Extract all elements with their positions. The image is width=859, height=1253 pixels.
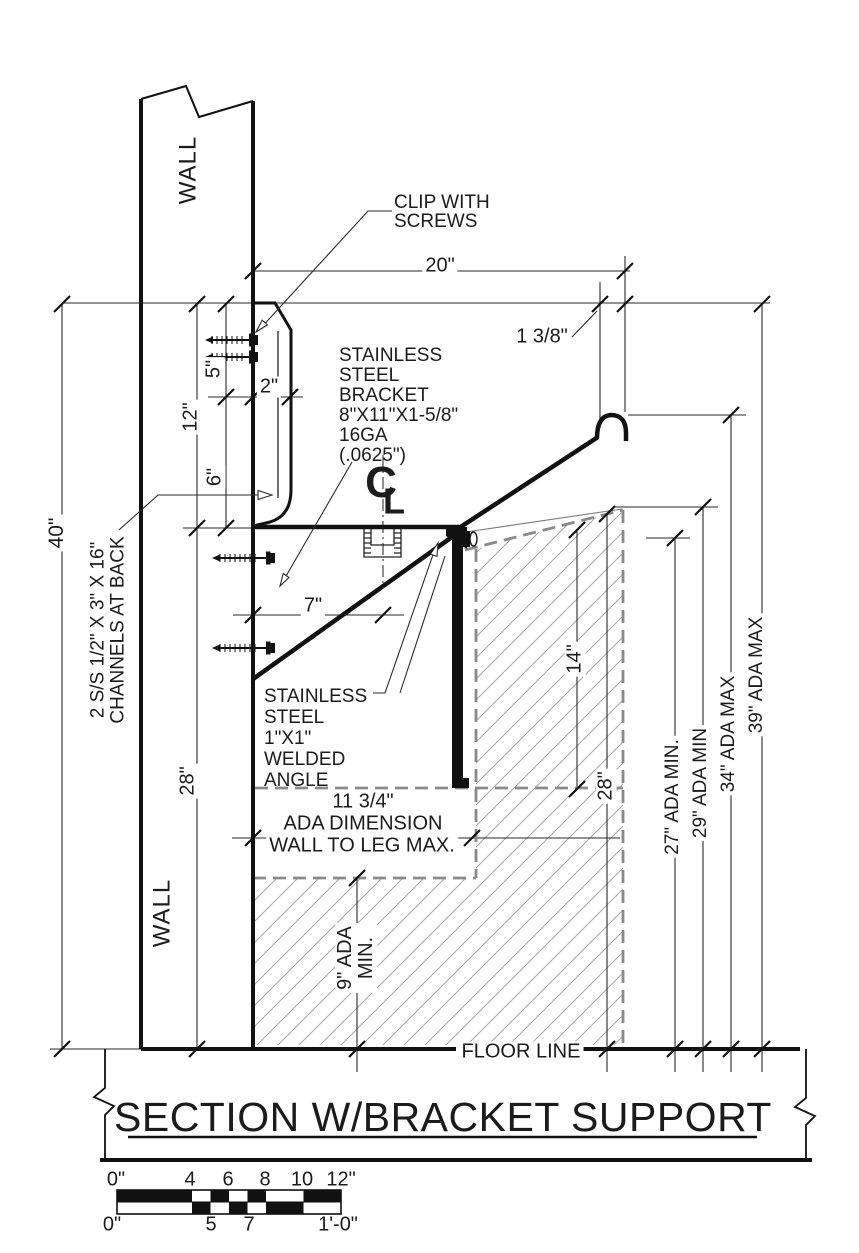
dim-1-3-8: 1 3/8" — [516, 325, 568, 348]
arrowhead — [429, 541, 439, 558]
dim-9-ada-line1: 9" ADA — [334, 926, 357, 990]
dim-5: 5" — [203, 356, 225, 382]
note-bracket-line6: (.0625") — [339, 445, 406, 466]
note-angle-line2: STEEL — [264, 707, 325, 728]
scale-top-8: 8 — [259, 1168, 271, 1191]
angle-note-leader — [373, 548, 446, 694]
centerline-symbol-l: L — [383, 480, 405, 522]
dim-ada-27: 27" ADA MIN. — [662, 736, 683, 858]
note-clip-line2: SCREWS — [394, 211, 478, 232]
wall-label-top: WALL — [174, 135, 202, 205]
bracket-outline — [252, 301, 293, 528]
counter-nose — [594, 412, 629, 441]
dim-138-leader — [571, 310, 598, 338]
dim-40: 40" — [45, 514, 68, 552]
clip-leader — [258, 210, 392, 331]
wall-label-bottom: WALL — [148, 878, 176, 948]
wall-to-leg-label: WALL TO LEG MAX. — [266, 835, 458, 857]
dim-ada-29: 29" ADA MIN — [690, 724, 711, 842]
ada-clearance-hatch — [253, 510, 623, 1045]
dim-ada-39: 39" ADA MAX — [746, 613, 767, 737]
right-break-symbol — [793, 1049, 817, 1160]
ada-dashed-boundary — [251, 508, 625, 1043]
scale-bottom-0: 0" — [102, 1213, 122, 1236]
scale-top-6: 6 — [222, 1168, 234, 1191]
screw — [212, 551, 275, 565]
counter-slope — [457, 435, 600, 530]
dim-9-ada: 9" ADA MIN. — [334, 923, 377, 993]
ada-dimension-label: ADA DIMENSION — [280, 813, 446, 835]
note-angle-line3: 1"X1" — [264, 728, 312, 749]
note-bracket-line1: STAINLESS — [339, 345, 443, 366]
note-channels-line2: CHANNELS AT BACK — [107, 536, 128, 724]
note-bracket-line3: BRACKET — [339, 385, 429, 406]
wall-break-symbol — [140, 84, 254, 119]
scale-bar — [116, 1189, 342, 1215]
note-bracket-line4: 8"X11"X1-5/8" — [336, 406, 462, 426]
dim-ada-34: 34" ADA MAX — [718, 672, 739, 796]
screw — [212, 641, 275, 655]
dim-11-3-4: 11 3/4" — [329, 791, 397, 813]
diagonal-brace — [251, 530, 461, 681]
note-channels-line1: 2 S/S 1/2" X 3" X 16" — [87, 541, 109, 719]
note-bracket-line2: STEEL — [339, 365, 400, 386]
scale-bottom-7: 7 — [243, 1213, 255, 1236]
arrowhead — [257, 489, 274, 501]
wall-lines — [139, 84, 255, 1049]
counter-profile — [251, 412, 629, 681]
arrowhead — [278, 572, 290, 588]
scale-top-0: 0" — [106, 1168, 126, 1191]
centerline-symbol-c: C — [365, 458, 397, 508]
floor-line-label: FLOOR LINE — [458, 1041, 584, 1063]
dim-20: 20" — [422, 255, 458, 277]
note-channels: 2 S/S 1/2" X 3" X 16" CHANNELS AT BACK — [87, 536, 128, 724]
dimension-ticks — [53, 262, 771, 1058]
note-clip-line1: CLIP WITH — [394, 192, 490, 213]
dim-14: 14" — [564, 641, 586, 677]
left-break-symbol — [92, 1049, 116, 1160]
channels-leader — [118, 494, 258, 531]
scale-top-10: 10 — [290, 1168, 314, 1191]
note-angle-line1: STAINLESS — [264, 686, 368, 707]
leader-lines — [118, 210, 598, 694]
dim-6: 6" — [204, 464, 226, 490]
dim-7: 7" — [300, 595, 326, 617]
scale-top-12: 12" — [326, 1168, 356, 1191]
dim-28-left: 28" — [177, 763, 199, 799]
note-angle-line4: WELDED — [264, 749, 346, 770]
welded-angle-leg — [446, 527, 478, 788]
scale-bottom-5: 5 — [205, 1213, 217, 1236]
drawing-title: SECTION W/BRACKET SUPPORT — [114, 1094, 772, 1140]
bracket-note-leader — [281, 461, 353, 584]
note-angle-line5: ANGLE — [264, 770, 329, 791]
screw — [205, 333, 258, 347]
scale-bottom-12: 1'-0" — [318, 1213, 358, 1236]
dim-9-ada-line2: MIN. — [355, 936, 377, 980]
title-band-frame — [92, 1049, 817, 1162]
dim-28-right: 28" — [595, 768, 617, 804]
note-bracket-line5: 16GA — [339, 425, 388, 446]
mounting-screws — [205, 333, 275, 655]
dim-2: 2" — [256, 376, 282, 398]
dim-12: 12" — [180, 399, 202, 435]
scale-top-4: 4 — [184, 1168, 196, 1191]
arrowhead — [254, 319, 269, 334]
